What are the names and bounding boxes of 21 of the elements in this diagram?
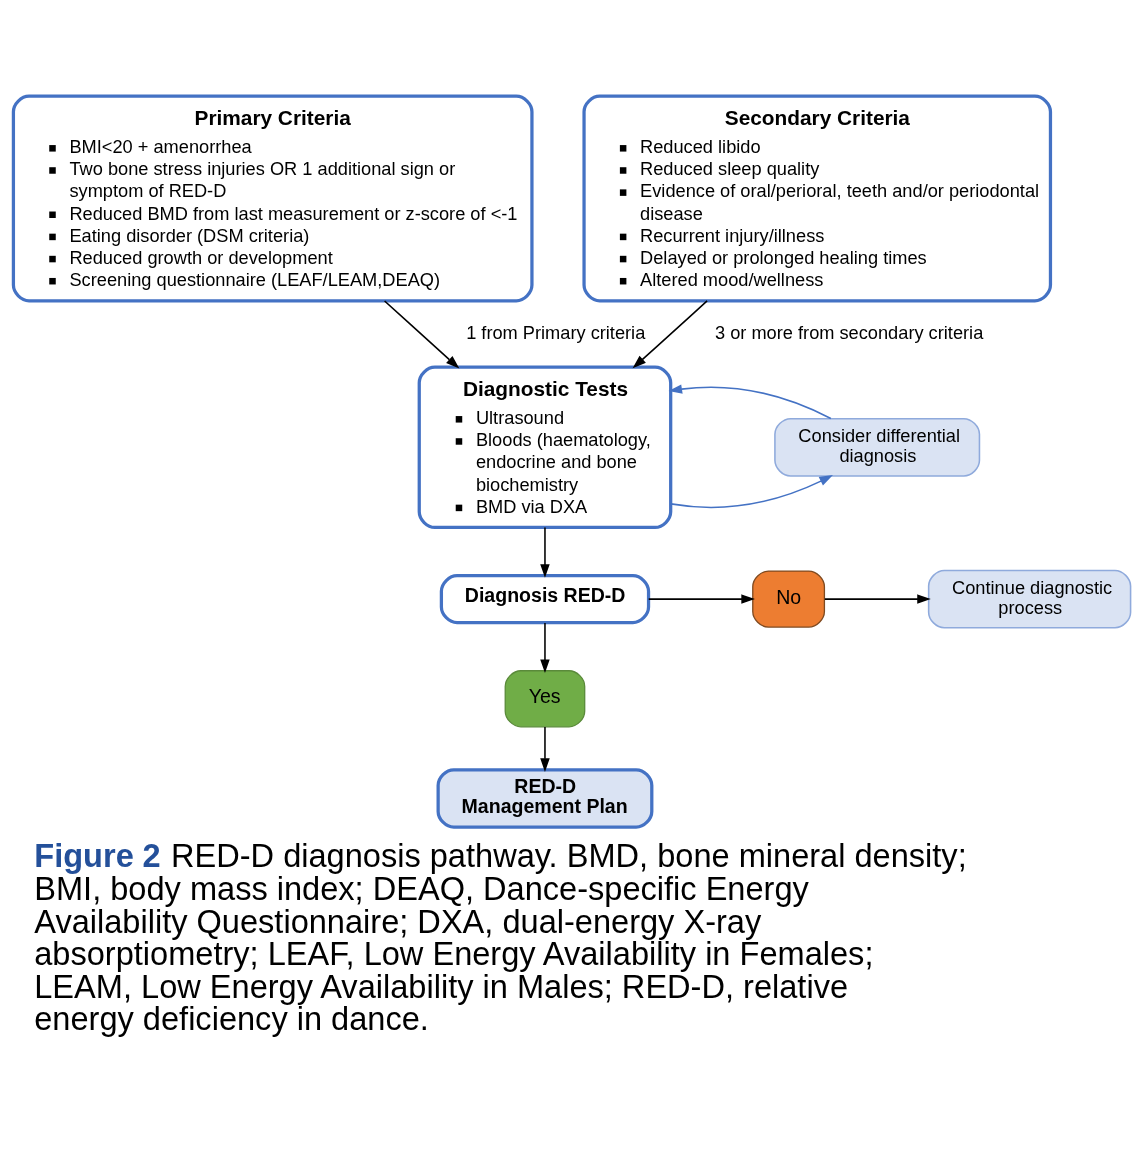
arrow [540, 622, 550, 673]
node-box: Yes [504, 670, 586, 728]
arrow [824, 594, 931, 604]
arrow [670, 475, 833, 509]
node-box: RED-D Management Plan [436, 768, 654, 829]
node-box: Diagnosis RED-D [439, 574, 651, 625]
node-box: Consider differential diagnosis [774, 417, 981, 477]
edge-label: 3 or more from secondary criteria [714, 322, 984, 344]
arrow [668, 384, 832, 420]
arrow [540, 526, 550, 578]
arrow [540, 726, 550, 772]
arrow [647, 594, 755, 604]
node-box: Continue diagnostic process [927, 569, 1132, 629]
arrow [383, 300, 460, 369]
node-box: Primary Criteria BMI<20 + amenorrhea Two bone stress injuries OR 1 additional sign or symptom of RED-D Reduced BMD from last measurement or z-score of <-1 Eating disorder (DSM criteria) Reduced growth or development Screening questionnaire (LEAF/LEAM,DEAQ) [11, 94, 534, 303]
arrow [632, 300, 708, 369]
node-box: Diagnostic Tests Ultrasound Bloods (haematology, endocrine and bone biochemistry BMD via DXA [417, 365, 673, 530]
node-box: No [752, 570, 826, 628]
caption: Figure 2 RED-D diagnosis pathway. BMD, bone mineral density; BMI, body mass index; DEAQ, Dance-specific Energy Availability Questionnaire; DXA, dual-energy X-ray absorptiometry; LEAF, Low Energy Availability in Females; LEAM, Low Energy Availability in Males; RED-D, relative energy deficiency in dance. [34, 838, 967, 1038]
edge-label: 1 from Primary criteria [466, 322, 646, 344]
node-box: Secondary Criteria Reduced libido Reduced sleep quality Evidence of oral/perioral, teeth and/or periodontal disease Recurrent injury/illness Delayed or prolonged healing times Altered mood/wellness [582, 94, 1053, 303]
